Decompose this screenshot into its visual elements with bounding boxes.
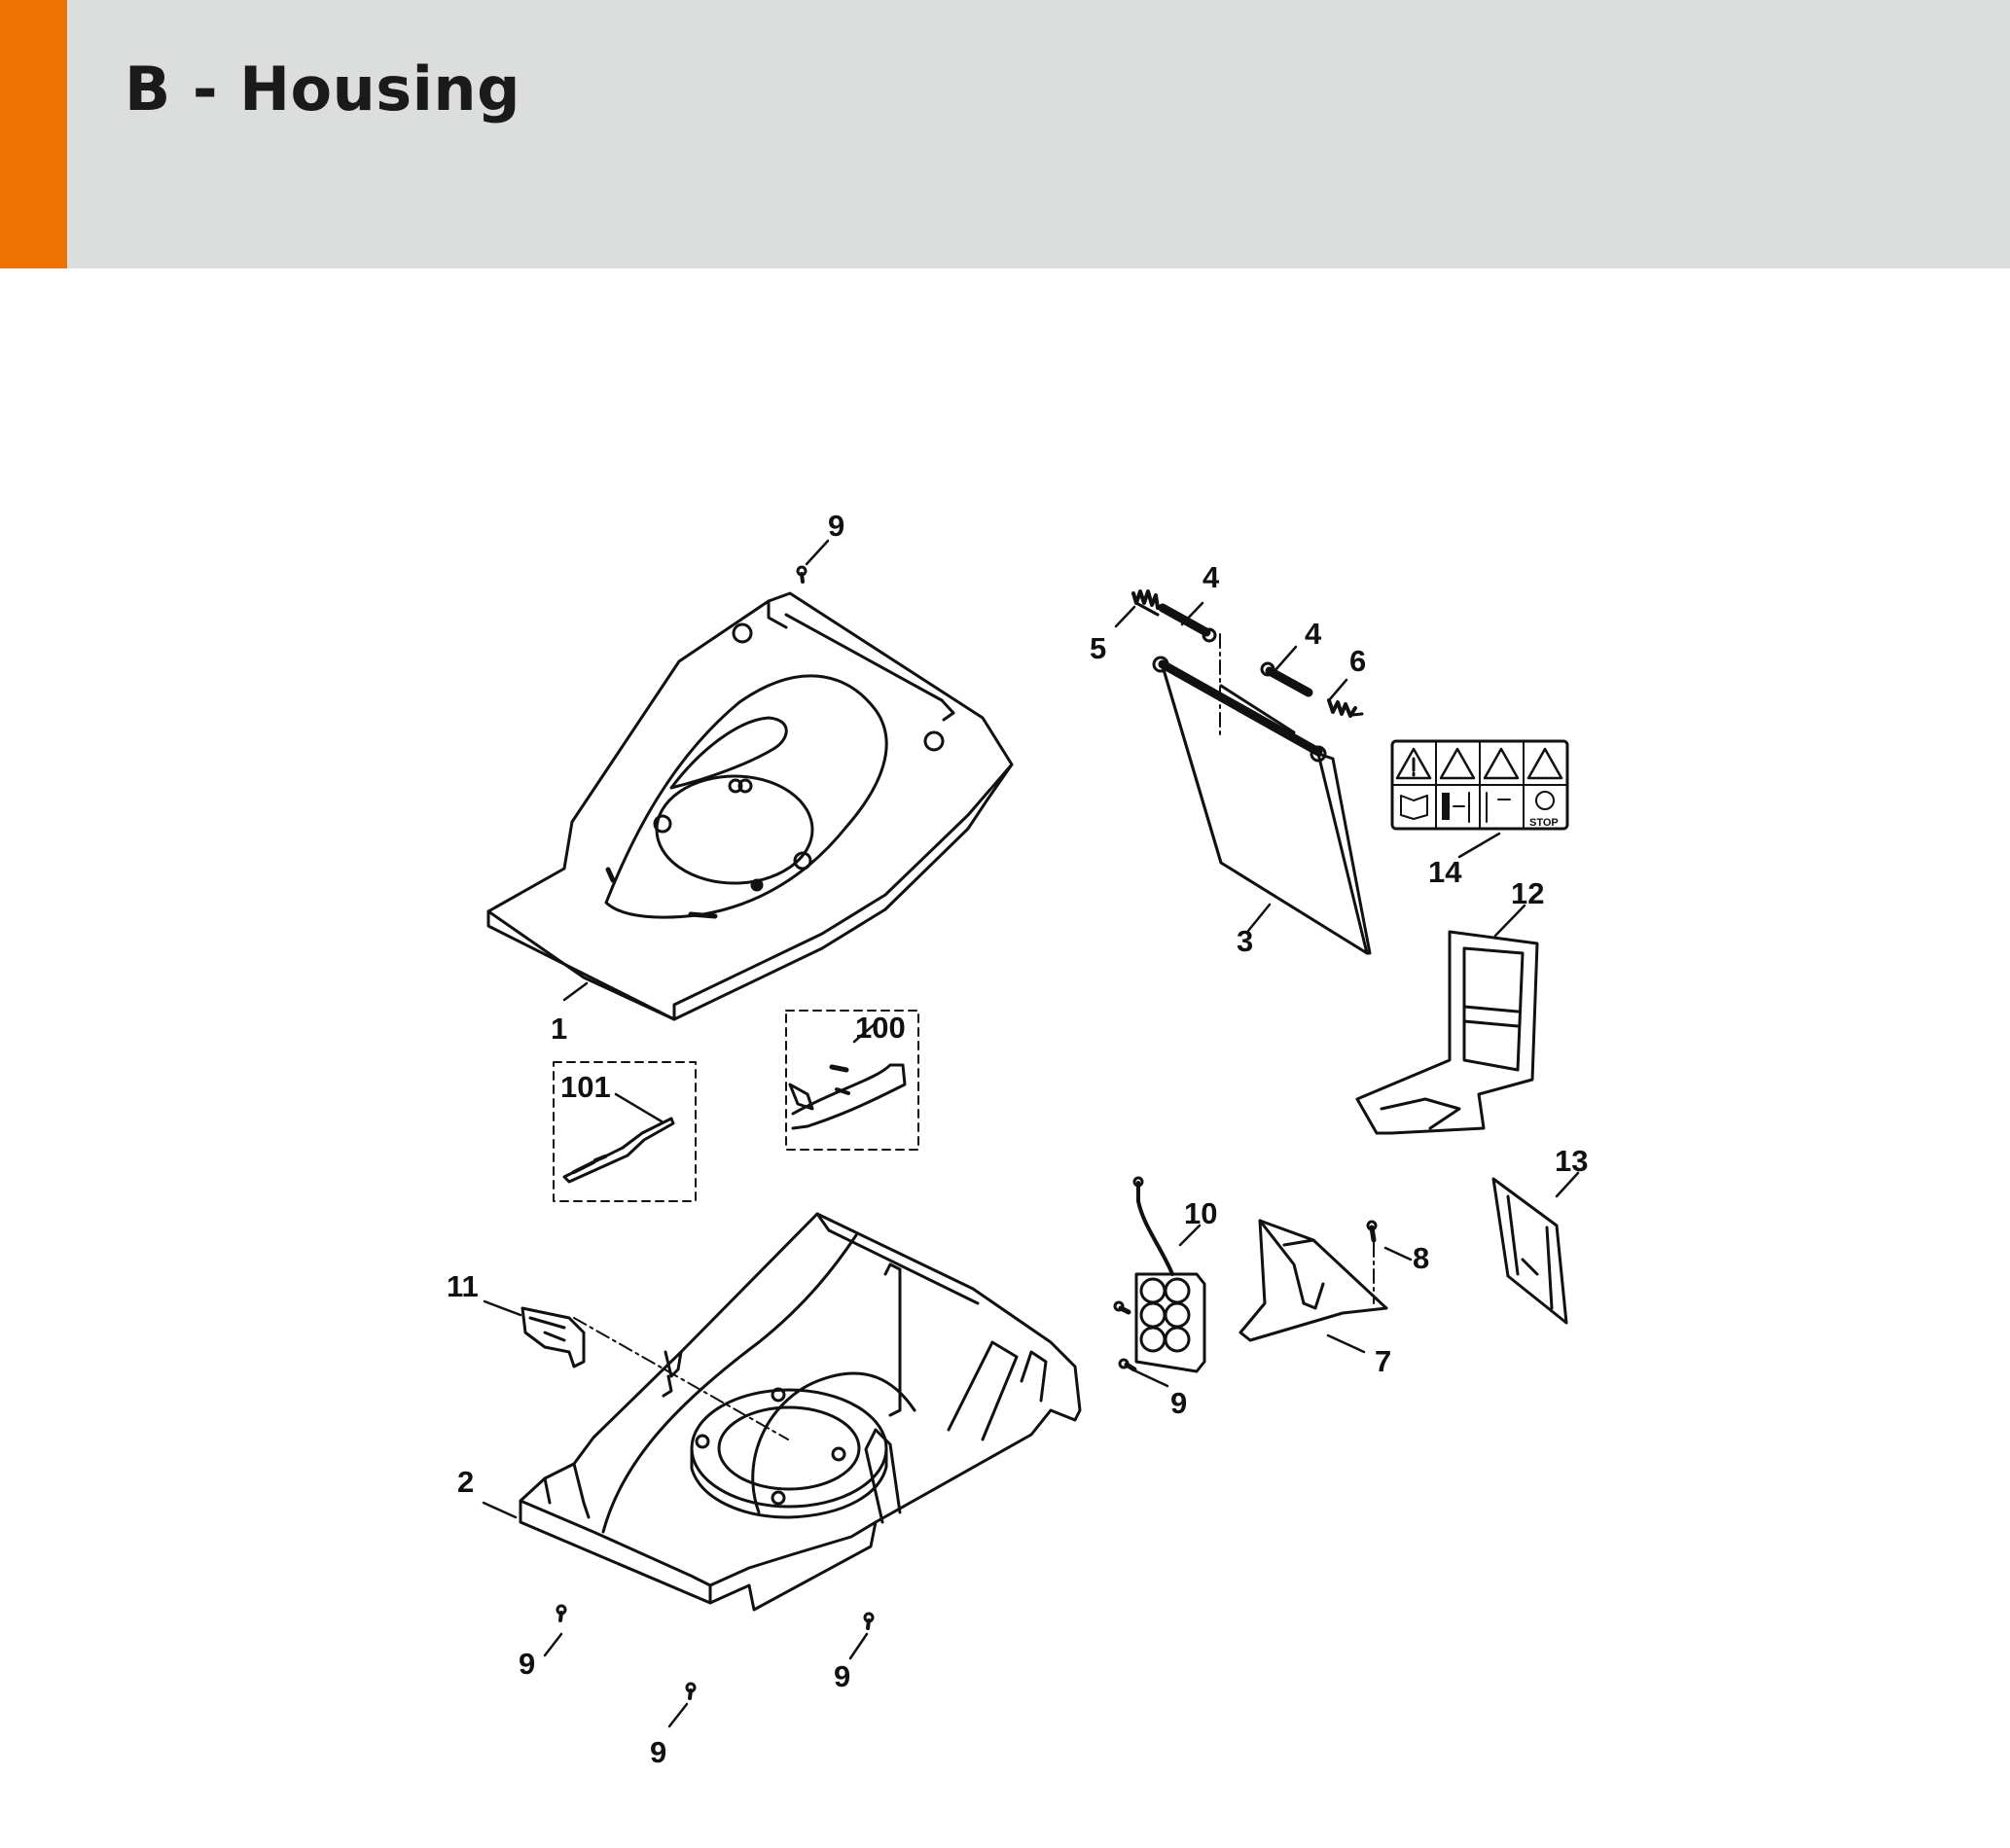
callout-12: 12: [1511, 876, 1544, 910]
callout-11: 11: [447, 1269, 479, 1303]
callout-labels: 9 4 5 4 6 14 12 3 1 100 101 13 10 8 11 7…: [447, 509, 1588, 1769]
callout-1: 1: [551, 1012, 567, 1046]
part-8-screws: [1113, 1220, 1378, 1372]
part-14-warning-sticker: STOP: [1390, 739, 1569, 831]
callout-9-right: 9: [834, 1659, 850, 1693]
callout-9-left: 9: [519, 1647, 535, 1681]
assembly-lines: [573, 633, 1375, 1440]
page-header: [0, 0, 2010, 268]
part-5-6-springs: [1131, 589, 1364, 718]
callout-6: 6: [1349, 644, 1366, 678]
part-1-upper-housing: [486, 591, 1014, 1021]
callout-7: 7: [1375, 1344, 1391, 1378]
callout-100: 100: [855, 1011, 906, 1045]
callout-2: 2: [457, 1465, 474, 1499]
callout-4-right: 4: [1305, 617, 1322, 651]
part-11-clip: [520, 1306, 586, 1368]
part-2-lower-housing: [519, 1212, 1082, 1612]
part-12-collector-frame: [1355, 930, 1539, 1135]
part-10-capacitor-block: [1132, 1176, 1206, 1373]
callout-10: 10: [1184, 1196, 1217, 1230]
callout-9-bottom: 9: [650, 1735, 666, 1769]
callout-8-bottom: 9: [1170, 1386, 1187, 1420]
callout-3: 3: [1237, 924, 1253, 958]
part-13-cover-plate: [1491, 1177, 1568, 1325]
callout-101: 101: [560, 1070, 611, 1104]
part-4-pins: [1158, 603, 1313, 697]
part-3-rear-flap: [1152, 656, 1372, 955]
callout-8-right: 8: [1413, 1241, 1429, 1275]
callout-14: 14: [1428, 855, 1462, 889]
callout-5: 5: [1090, 631, 1106, 665]
part-9-screws: [556, 565, 875, 1700]
part-101-detail: [553, 1061, 697, 1202]
part-7-chute: [1238, 1219, 1388, 1342]
orange-accent-bar: [0, 0, 67, 268]
sticker-stop-text: STOP: [1529, 817, 1559, 829]
callout-4-left: 4: [1202, 560, 1220, 594]
leader-lines: [482, 539, 1580, 1728]
callout-9-top: 9: [828, 509, 844, 543]
part-100-detail: [785, 1010, 919, 1151]
callout-13: 13: [1555, 1144, 1588, 1178]
page-title: B - Housing: [125, 53, 520, 124]
